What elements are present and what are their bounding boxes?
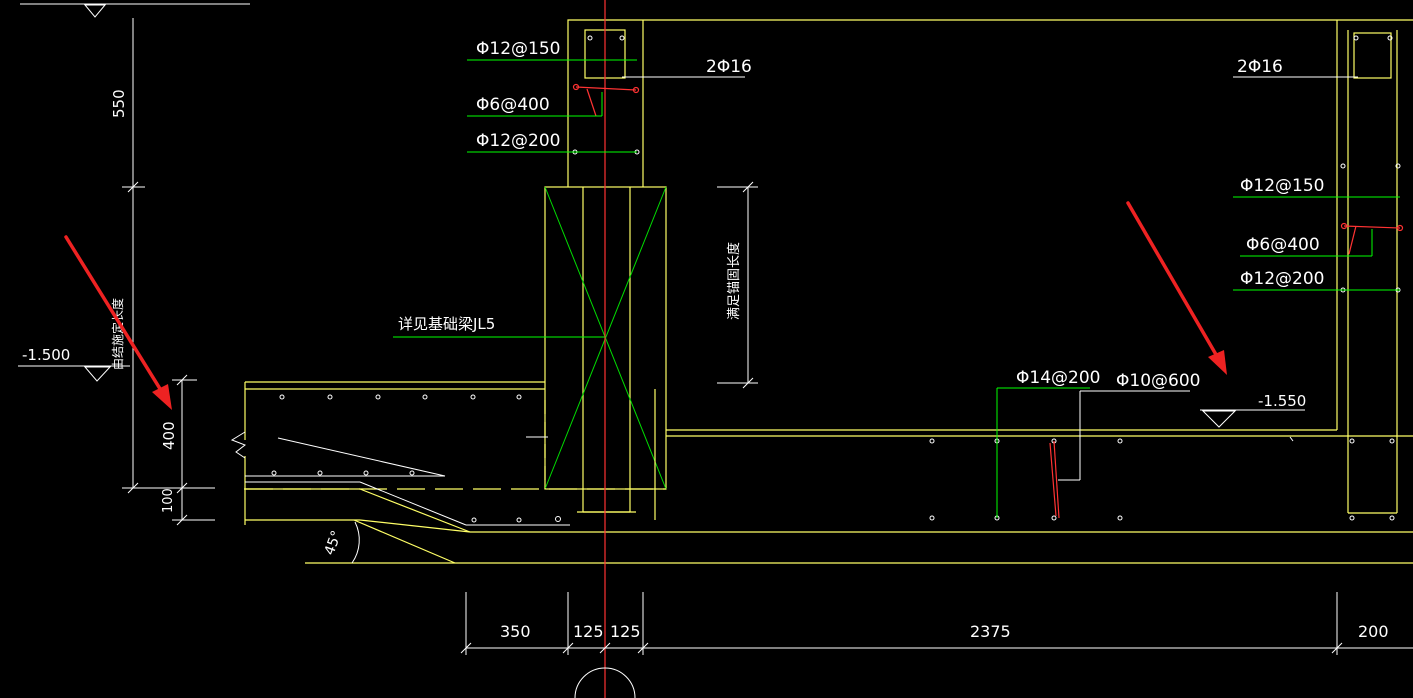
- label-slab-dist: Φ10@600: [1116, 371, 1200, 391]
- dim-left-550: 550: [110, 89, 128, 118]
- left-dimensions: [122, 18, 215, 526]
- axis-bubble: [574, 667, 636, 698]
- slab-outline: [244, 381, 1413, 564]
- slab-rebars: [245, 436, 1294, 526]
- label-col-right-vert: Φ12@150: [1240, 176, 1324, 196]
- red-ties: [572, 83, 1404, 519]
- top-elevation-marker: [20, 3, 250, 18]
- label-col-left-tie: Φ6@400: [476, 95, 550, 115]
- elevation-left: [18, 365, 130, 382]
- dim-bottom-125a: 125: [573, 622, 604, 641]
- bottom-dimensions: [460, 592, 1413, 655]
- label-anchorage-note: 满足锚固长度: [726, 242, 742, 320]
- dim-bottom-350: 350: [500, 622, 531, 641]
- label-col-right-corner: 2Φ16: [1237, 57, 1283, 77]
- anchorage-dimension: [717, 181, 758, 389]
- slab-bar-dots: [271, 35, 1401, 523]
- leader-lines-left: [393, 59, 745, 338]
- label-col-right-tie: Φ6@400: [1246, 235, 1320, 255]
- dim-bottom-125b: 125: [610, 622, 641, 641]
- label-slab-main: Φ14@200: [1016, 368, 1100, 388]
- label-col-right-horiz: Φ12@200: [1240, 269, 1324, 289]
- leader-lines-right: [1233, 76, 1400, 291]
- label-beam-ref: 详见基础梁JL5: [398, 315, 495, 333]
- slope-arc: [351, 521, 360, 564]
- label-col-left-horiz: Φ12@200: [476, 131, 560, 151]
- leader-lines-slab: [996, 387, 1190, 518]
- dim-slope-angle: 45°: [322, 529, 346, 558]
- label-elevation-right: -1.550: [1258, 392, 1306, 410]
- left-wall-outline: [544, 19, 1413, 513]
- right-wall-outline: [1336, 20, 1398, 514]
- break-line: [230, 431, 247, 459]
- dim-left-400: 400: [160, 421, 178, 450]
- elevation-right: [1200, 409, 1305, 428]
- red-arrow-icon: [64, 235, 172, 410]
- dim-bottom-200: 200: [1358, 622, 1389, 641]
- dim-left-100: 100: [161, 488, 176, 513]
- dim-bottom-2375: 2375: [970, 622, 1011, 641]
- red-arrow-icon: [1126, 201, 1227, 375]
- label-col-left-vert: Φ12@150: [476, 39, 560, 59]
- label-col-left-corner: 2Φ16: [706, 57, 752, 77]
- label-elevation-left: -1.500: [22, 346, 70, 364]
